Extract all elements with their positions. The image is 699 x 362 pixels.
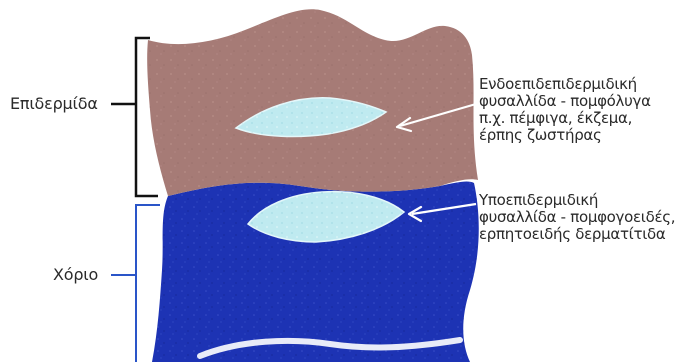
subepidermal-annotation-line-1: Υποεπιδερμιδική: [479, 192, 675, 209]
dermis-bracket: [111, 205, 160, 362]
intraepidermal-annotation-line-3: π.χ. πέμφιγα, έκζεμα,: [479, 110, 651, 127]
intraepidermal-annotation-line-4: έρπης ζωστήρας: [479, 127, 651, 144]
subepidermal-annotation-line-2: φυσαλλίδα - πομφογοειδές,: [479, 209, 675, 226]
dermis-label: Χόριο: [53, 265, 98, 284]
intraepidermal-annotation: Ενδοεπιδεπιδερμιδική φυσαλλίδα - πομφόλυ…: [479, 76, 651, 144]
intraepidermal-annotation-line-2: φυσαλλίδα - πομφόλυγα: [479, 93, 651, 110]
subepidermal-annotation: Υποεπιδερμιδική φυσαλλίδα - πομφογοειδές…: [479, 192, 675, 243]
epidermis-label: Επιδερμίδα: [10, 94, 98, 113]
intraepidermal-annotation-line-1: Ενδοεπιδεπιδερμιδική: [479, 76, 651, 93]
subepidermal-annotation-line-3: ερπητοειδής δερματίτιδα: [479, 226, 675, 243]
